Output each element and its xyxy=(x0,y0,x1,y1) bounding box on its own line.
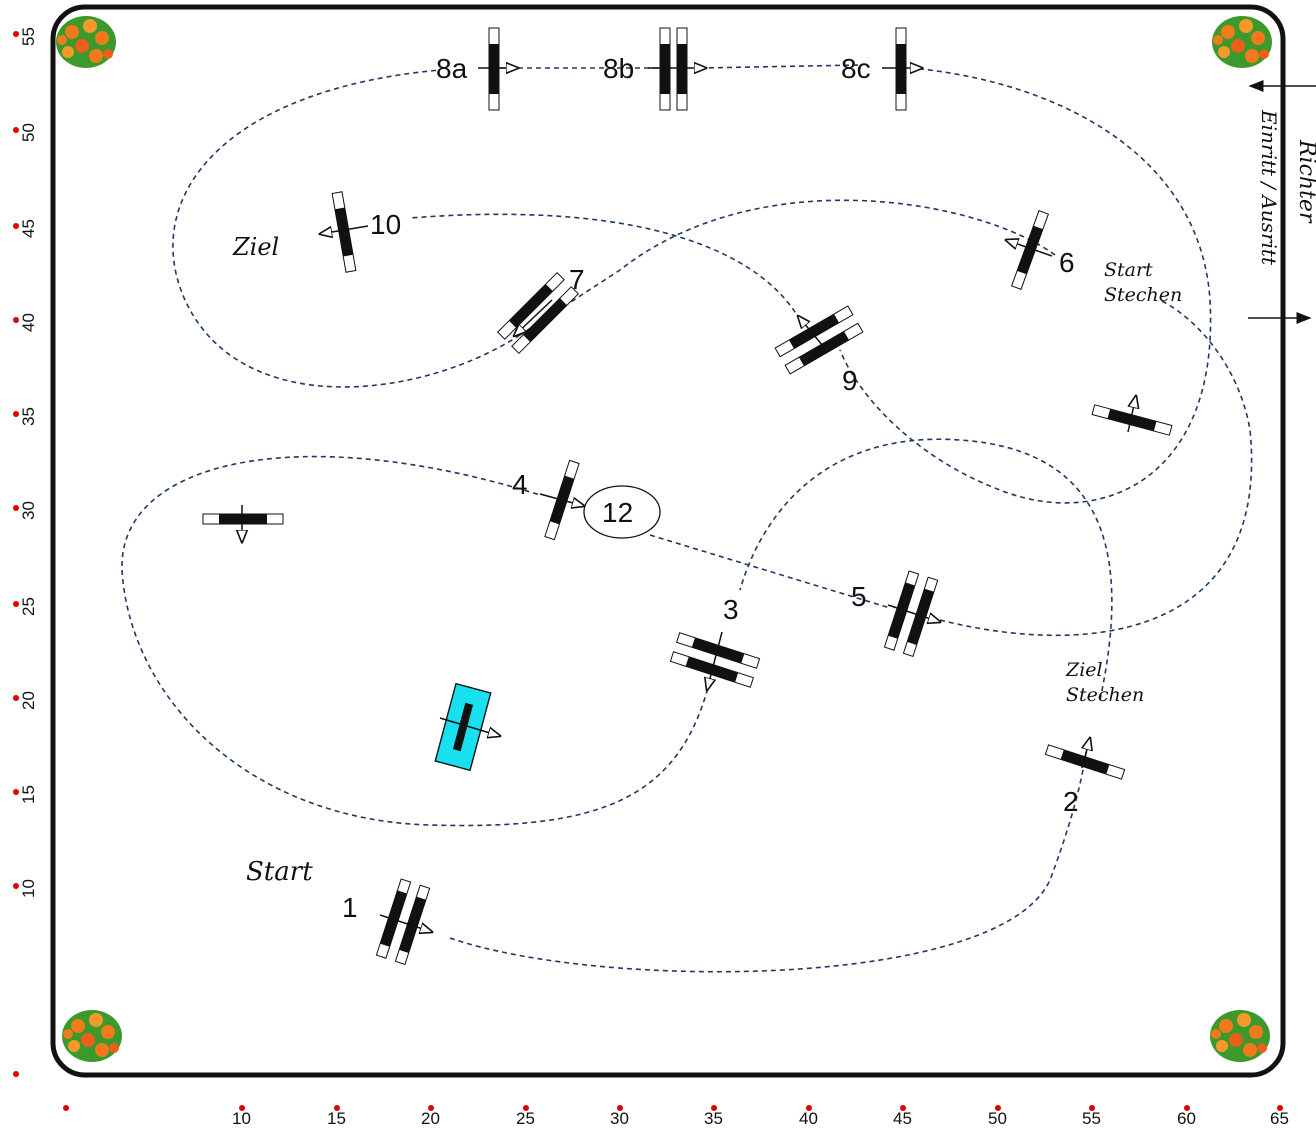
x-tick-label: 40 xyxy=(799,1109,818,1128)
ziel-stechen-label-1: Ziel xyxy=(1065,659,1103,681)
x-axis: 10 15 20 25 30 35 40 45 50 55 60 65 xyxy=(13,1071,1289,1128)
y-axis: 55 50 45 40 35 30 25 20 15 10 xyxy=(13,27,38,898)
x-tick-marker xyxy=(334,1105,340,1111)
start-stechen-label-2: Stechen xyxy=(1104,284,1182,306)
x-tick-marker xyxy=(1184,1105,1190,1111)
x-tick-label: 25 xyxy=(516,1109,535,1128)
y-tick-label: 15 xyxy=(19,785,38,804)
obstacle-8a-label: 8a xyxy=(436,53,468,84)
obstacle-8c-vertical: 8c xyxy=(841,27,922,111)
unnumbered-vertical-left xyxy=(202,505,284,542)
x-tick-marker xyxy=(1089,1105,1095,1111)
y-tick-marker xyxy=(13,411,19,417)
x-tick-marker xyxy=(995,1105,1001,1111)
obstacle-4-label: 4 xyxy=(512,469,528,500)
x-tick-marker xyxy=(806,1105,812,1111)
y-tick-label: 25 xyxy=(19,597,38,616)
y-tick-label: 40 xyxy=(19,313,38,332)
obstacle-1-oxer: 1 xyxy=(342,878,432,965)
flower-decoration-top-right xyxy=(1212,16,1272,68)
y-tick-marker xyxy=(13,317,19,323)
obstacle-3-oxer: 3 xyxy=(669,594,761,690)
obstacle-9-oxer: 9 xyxy=(774,305,864,396)
obstacle-6-label: 6 xyxy=(1059,247,1075,278)
obstacle-10-label: 10 xyxy=(370,209,401,240)
x-tick-label: 50 xyxy=(988,1109,1007,1128)
x-tick-label: 10 xyxy=(232,1109,251,1128)
obstacle-9-label: 9 xyxy=(842,365,858,396)
y-tick-label: 30 xyxy=(19,501,38,520)
x-tick-marker xyxy=(617,1105,623,1111)
y-tick-marker xyxy=(13,505,19,511)
x-tick-label: 35 xyxy=(704,1109,723,1128)
obstacle-4-vertical: 4 xyxy=(512,459,584,541)
x-tick-label: 20 xyxy=(421,1109,440,1128)
x-tick-label: 55 xyxy=(1082,1109,1101,1128)
water-obstacle xyxy=(434,682,500,772)
obstacle-2-label: 2 xyxy=(1063,786,1079,817)
obstacle-5-label: 5 xyxy=(851,581,867,612)
flower-decoration-top-left xyxy=(56,16,116,68)
y-tick-label: 20 xyxy=(19,691,38,710)
x-tick-label: 45 xyxy=(893,1109,912,1128)
obstacle-3-label: 3 xyxy=(723,594,739,625)
x-tick-marker xyxy=(900,1105,906,1111)
y-tick-marker xyxy=(13,31,19,37)
x-tick-marker xyxy=(711,1105,717,1111)
y-tick-label: 50 xyxy=(19,123,38,142)
y-tick-marker xyxy=(13,789,19,795)
y-tick-label: 55 xyxy=(19,27,38,46)
obstacle-8b-label: 8b xyxy=(603,53,634,84)
obstacle-8c-label: 8c xyxy=(841,53,871,84)
obstacle-6-vertical: 6 xyxy=(1006,210,1075,290)
unnumbered-vertical-right xyxy=(1091,396,1173,436)
obstacle-8a-vertical: 8a xyxy=(436,27,518,111)
obstacle-10-vertical: 10 xyxy=(320,191,401,273)
einritt-ausritt-label: Einritt / Ausritt xyxy=(1257,109,1281,266)
y-tick-marker xyxy=(13,695,19,701)
flower-decoration-bottom-left xyxy=(62,1010,122,1062)
start-stechen-label-1: Start xyxy=(1104,259,1153,281)
x-tick-marker xyxy=(523,1105,529,1111)
y-tick-marker xyxy=(13,127,19,133)
start-label: Start xyxy=(246,857,313,887)
course-path xyxy=(121,64,1253,973)
y-tick-label: 35 xyxy=(19,407,38,426)
y-tick-marker xyxy=(13,601,19,607)
x-tick-label: 60 xyxy=(1177,1109,1196,1128)
obstacle-5-oxer: 5 xyxy=(851,570,940,657)
richter-label: Richter xyxy=(1294,139,1316,224)
ziel-stechen-label-2: Stechen xyxy=(1066,684,1144,706)
y-tick-label: 10 xyxy=(19,879,38,898)
x-tick-marker xyxy=(428,1105,434,1111)
obstacle-12-label: 12 xyxy=(602,497,633,528)
x-tick-label: 30 xyxy=(610,1109,629,1128)
arena-border xyxy=(50,4,1286,1078)
x-tick-marker xyxy=(239,1105,245,1111)
y-tick-marker xyxy=(13,223,19,229)
obstacle-1-label: 1 xyxy=(342,892,358,923)
obstacle-7-label: 7 xyxy=(569,264,585,295)
obstacle-12-circled: 12 xyxy=(583,485,661,539)
y-tick-marker xyxy=(13,883,19,889)
flower-decoration-bottom-right xyxy=(1210,1010,1270,1062)
ziel-label: Ziel xyxy=(232,233,279,261)
x-tick-label: 65 xyxy=(1270,1109,1289,1128)
y-tick-label: 45 xyxy=(19,219,38,238)
x-tick-label: 15 xyxy=(327,1109,346,1128)
x-tick-marker xyxy=(1277,1105,1283,1111)
obstacle-7-oxer: 7 xyxy=(496,264,585,355)
obstacle-2-vertical: 2 xyxy=(1044,738,1126,817)
obstacle-8b-oxer: 8b xyxy=(603,27,706,111)
